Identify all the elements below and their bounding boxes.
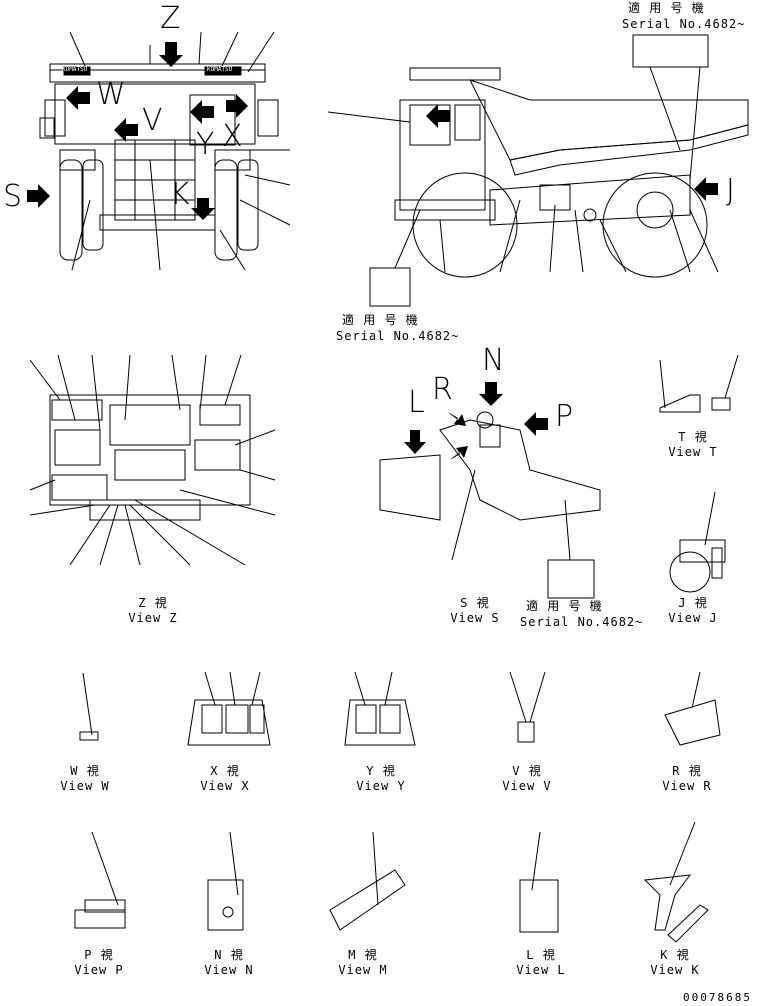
caption-view-t: T 視 View T [658,430,728,460]
caption-view-y: Y 視 View Y [346,764,416,794]
caption-view-s: S 視 View S [440,596,510,626]
caption-jp: Y 視 [366,764,396,778]
serial-note-top-right: 適 用 号 機 Serial No.4682~ [622,0,745,32]
view-x-drawing [187,671,271,746]
caption-en: View W [60,779,110,793]
arrow-label-j: J [726,173,735,208]
caption-jp: X 視 [210,764,240,778]
caption-en: View Y [356,779,406,793]
caption-en: View N [204,963,254,977]
view-m-drawing [329,831,406,931]
caption-view-v: V 視 View V [492,764,562,794]
arrow-label-p: P [555,399,574,434]
caption-jp: Z 視 [138,596,168,610]
serial-note-jp: 適 用 号 機 [628,1,705,15]
caption-jp: J 視 [678,596,708,610]
view-v-drawing [509,671,546,743]
caption-view-m: M 視 View M [328,948,398,978]
serial-note-side: 適 用 号 機 Serial No.4682~ [336,312,459,344]
arrow-label-s: S [3,179,23,214]
view-w-drawing [79,672,99,741]
view-z-drawing [29,354,276,566]
arrow-label-r: R [432,372,453,407]
truck-side-view [327,34,749,307]
caption-view-p: P 視 View P [64,948,134,978]
caption-jp: V 視 [512,764,542,778]
caption-view-l: L 視 View L [506,948,576,978]
view-t-drawing [659,354,739,413]
caption-view-w: W 視 View W [50,764,120,794]
caption-jp: M 視 [348,948,378,962]
arrow-label-y: Y [196,127,215,162]
view-n-drawing [207,831,244,931]
caption-jp: N 視 [214,948,244,962]
view-s-drawing [379,382,601,599]
truck-front-view [27,31,291,271]
caption-en: View S [450,611,500,625]
caption-view-z: Z 視 View Z [118,596,188,626]
caption-en: View Z [128,611,178,625]
caption-en: View V [502,779,552,793]
view-r-drawing [664,671,721,746]
view-k-drawing [643,821,709,943]
view-y-drawing [344,671,416,746]
arrow-label-w: W [96,77,126,112]
caption-jp: R 視 [672,764,702,778]
caption-en: View J [668,611,718,625]
caption-jp: S 視 [460,596,490,610]
caption-en: View P [74,963,124,977]
brand-mark-left: KOMATSU [62,66,88,73]
caption-view-k: K 視 View K [640,948,710,978]
drawing-number: 00078685 [683,991,752,1004]
arrow-label-l: L [408,385,425,420]
caption-en: View M [338,963,388,977]
arrow-label-k: K [170,177,190,212]
caption-jp: P 視 [84,948,114,962]
view-l-drawing [519,831,559,933]
caption-en: View X [200,779,250,793]
view-j-drawing [669,491,726,593]
caption-jp: L 視 [526,948,556,962]
arrow-label-n: N [482,343,505,378]
caption-view-j: J 視 View J [658,596,728,626]
arrow-label-x: X [222,119,243,154]
arrow-label-z: Z [160,1,181,36]
caption-jp: W 視 [70,764,100,778]
caption-en: View T [668,445,718,459]
view-p-drawing [74,831,126,929]
arrow-label-v: V [142,103,163,138]
caption-jp: K 視 [660,948,690,962]
serial-note-jp: 適 用 号 機 [526,599,603,613]
caption-view-n: N 視 View N [194,948,264,978]
caption-en: View R [662,779,712,793]
serial-note-jp: 適 用 号 機 [342,313,419,327]
caption-view-r: R 視 View R [652,764,722,794]
caption-view-x: X 視 View X [190,764,260,794]
brand-mark-right: KOMATSU [207,66,233,73]
caption-en: View K [650,963,700,977]
serial-note-frame: 適 用 号 機 Serial No.4682~ [520,598,643,630]
serial-note-en: Serial No.4682~ [622,17,746,31]
caption-en: View L [516,963,566,977]
serial-note-en: Serial No.4682~ [336,329,460,343]
caption-jp: T 視 [678,430,708,444]
serial-note-en: Serial No.4682~ [520,615,644,629]
